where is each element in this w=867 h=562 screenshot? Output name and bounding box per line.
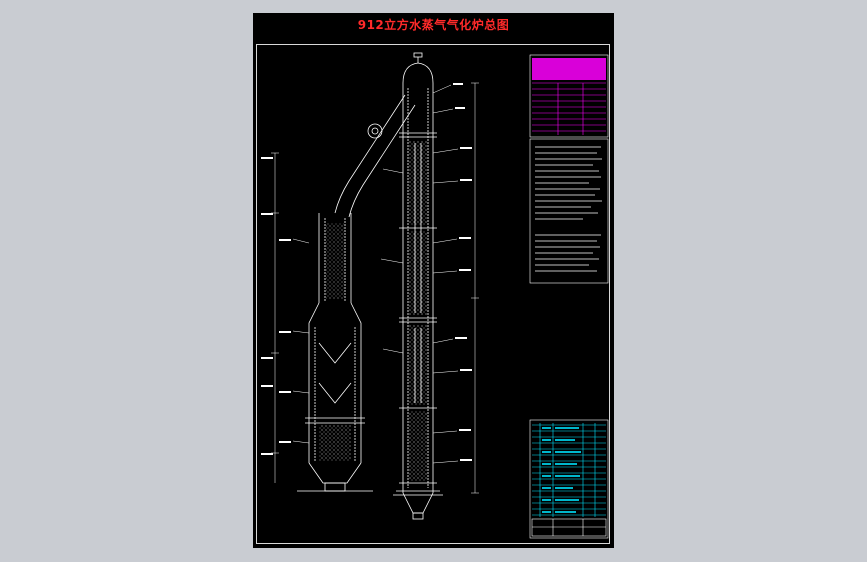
technical-notes [529, 138, 609, 284]
title-block [531, 518, 607, 537]
left-vessel-hatch [319, 223, 351, 461]
packing-hatch [409, 141, 427, 481]
annotation-tags [261, 83, 472, 461]
left-vessel [297, 94, 416, 492]
parts-list [529, 419, 609, 539]
spec-table [529, 54, 609, 138]
cad-drawing [261, 52, 609, 539]
drawing-title: 912立方水蒸气气化炉总图 [357, 18, 510, 32]
drawing-frame [256, 44, 610, 544]
annotation-leaders [271, 82, 479, 494]
drawing-sheet: 912立方水蒸气气化炉总图 [253, 13, 614, 548]
